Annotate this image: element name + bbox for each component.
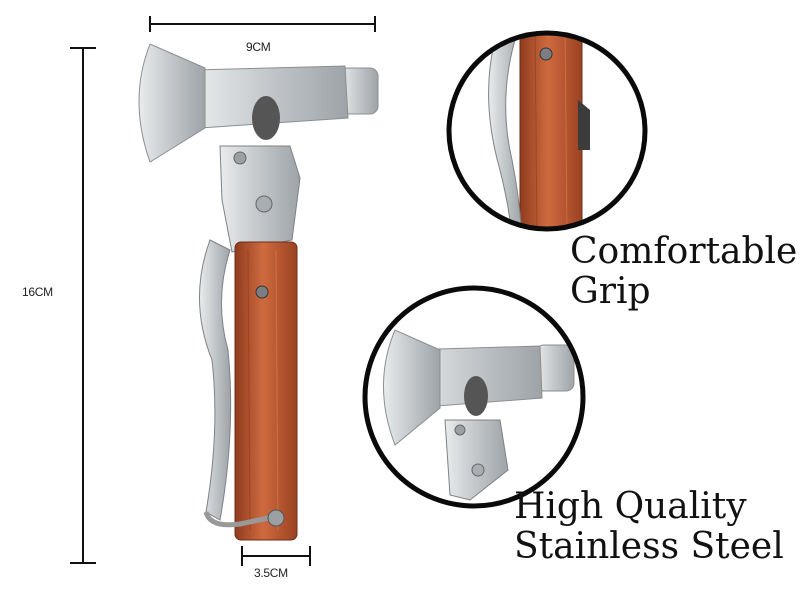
width-dimension bbox=[149, 16, 376, 32]
steel-caption-line-1: High Quality bbox=[514, 486, 747, 527]
height-dimension bbox=[70, 47, 96, 564]
grip-caption-line-1: Comfortable bbox=[570, 231, 798, 272]
steel-zoom-circle bbox=[362, 285, 586, 509]
width-dimension-label: 9CM bbox=[246, 40, 271, 54]
handle-dimension bbox=[241, 546, 311, 566]
height-dimension-label: 16CM bbox=[22, 285, 53, 299]
handle-dimension-label: 3.5CM bbox=[254, 566, 288, 580]
hammer-axe-tool bbox=[138, 43, 379, 541]
steel-caption: High Quality Stainless Steel bbox=[514, 487, 784, 566]
grip-zoom-circle bbox=[446, 30, 648, 232]
grip-caption: Comfortable Grip bbox=[570, 232, 797, 311]
steel-caption-line-2: Stainless Steel bbox=[514, 525, 784, 567]
grip-caption-line-2: Grip bbox=[570, 270, 651, 312]
